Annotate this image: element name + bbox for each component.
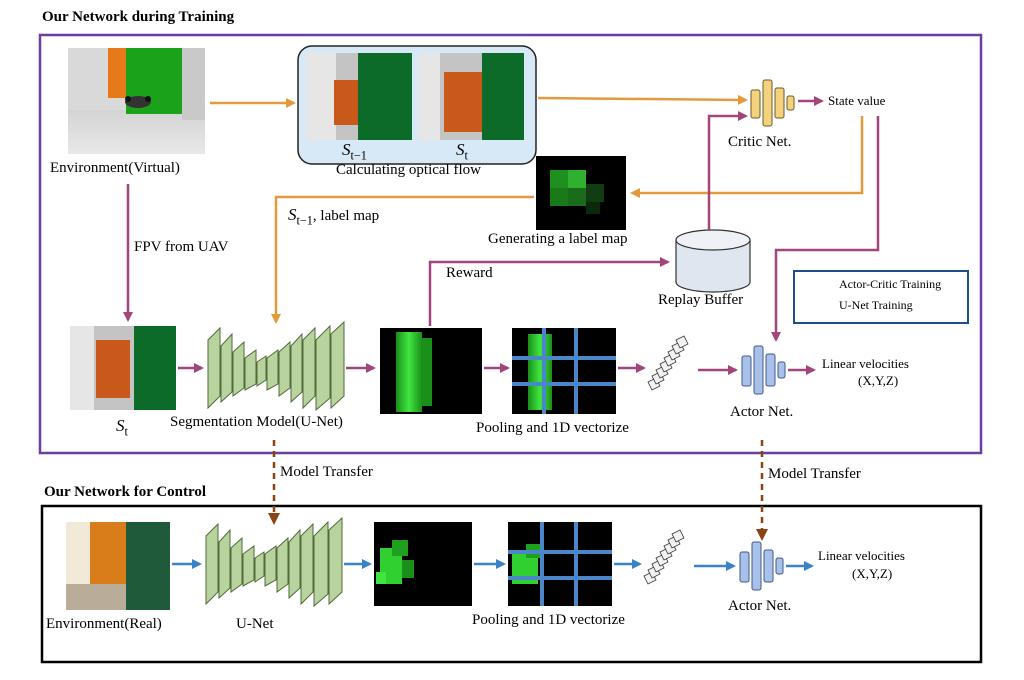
segmentation-output-train-image	[380, 328, 482, 414]
reward-label: Reward	[446, 265, 493, 281]
s-t-math: St	[456, 140, 468, 163]
env-virtual-label: Environment(Virtual)	[50, 160, 180, 176]
legend-actor-critic-label: Actor-Critic Training	[839, 277, 942, 291]
legend: Actor-Critic Training U-Net Training	[793, 270, 969, 324]
unet-train-icon	[207, 320, 345, 412]
actor-net-control-label: Actor Net.	[728, 598, 792, 614]
linear-velocities-control-label: Linear velocities	[818, 548, 905, 563]
control-header: Our Network for Control	[44, 484, 207, 500]
s-prev-math: St−1	[342, 140, 367, 163]
generating-label-map-label: Generating a label map	[488, 231, 628, 247]
arrow-replay-to-critic	[707, 111, 748, 230]
pooling-control-label: Pooling and 1D vectorize	[472, 612, 625, 628]
pooled-grid-control-image	[508, 522, 612, 606]
input-s-t-math: St	[116, 416, 128, 439]
training-frame	[38, 33, 983, 455]
frame-s-prev-image	[306, 53, 412, 140]
actor-net-train-label: Actor Net.	[730, 404, 794, 420]
state-value-label: State value	[828, 93, 886, 108]
segmentation-model-label: Segmentation Model(U-Net)	[170, 414, 343, 430]
env-real-label: Environment(Real)	[46, 616, 162, 632]
vector-train-icon	[647, 335, 689, 391]
optical-flow-box	[297, 45, 537, 165]
label-map-image	[536, 156, 626, 230]
replay-buffer-label: Replay Buffer	[658, 292, 744, 308]
pooled-grid-train-image	[512, 328, 616, 414]
optical-flow-label: Calculating optical flow	[336, 162, 481, 178]
model-transfer-right-label: Model Transfer	[768, 466, 861, 482]
critic-net-label: Critic Net.	[728, 134, 792, 150]
model-transfer-left-label: Model Transfer	[280, 464, 373, 480]
xyz-train-label: (X,Y,Z)	[858, 373, 899, 388]
pooling-train-label: Pooling and 1D vectorize	[476, 420, 629, 436]
arrow-reward	[428, 257, 670, 326]
input-s-t-image	[70, 326, 176, 410]
fpv-label: FPV from UAV	[134, 239, 229, 255]
segmentation-output-control-image	[374, 522, 472, 606]
control-frame	[40, 504, 983, 664]
env-real-image	[66, 522, 170, 610]
arrow-labelmap-to-unet	[271, 195, 534, 324]
arrow-state-value-to-actor	[771, 116, 880, 342]
actor-net-control-icon	[739, 541, 784, 591]
actor-net-train-icon	[741, 345, 786, 395]
frame-s-t-image	[418, 53, 524, 140]
replay-buffer-icon	[675, 229, 751, 293]
critic-net-icon	[750, 79, 795, 127]
arrow-state-value-to-labelmap	[630, 116, 864, 198]
unet-control-icon	[205, 516, 343, 608]
training-header: Our Network during Training	[42, 9, 235, 25]
xyz-control-label: (X,Y,Z)	[852, 566, 893, 581]
env-virtual-image	[68, 48, 205, 154]
linear-velocities-train-label: Linear velocities	[822, 356, 909, 371]
vector-control-icon	[643, 529, 685, 585]
arrow-flow-to-critic	[537, 94, 748, 105]
unet-label: U-Net	[236, 616, 274, 632]
legend-unet-label: U-Net Training	[839, 298, 913, 312]
s-prev-label-map-label: St−1, label map	[288, 205, 380, 228]
